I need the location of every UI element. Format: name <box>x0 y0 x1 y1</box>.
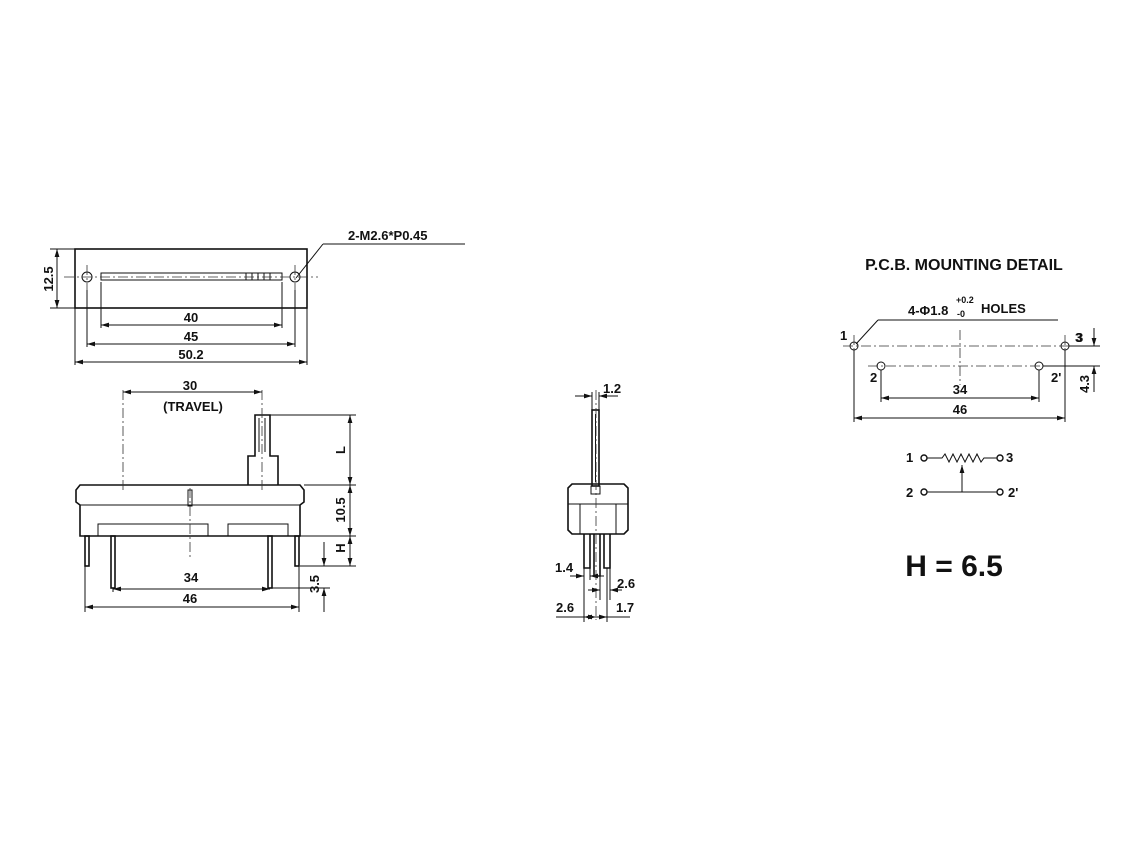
dim-45: 45 <box>184 329 198 344</box>
dim-1-2: 1.2 <box>603 381 621 396</box>
schem-term-3: 3 <box>1006 450 1013 465</box>
resistor-symbol-icon <box>927 452 997 464</box>
dim-H: H <box>333 543 348 552</box>
pcb-pin-3: 3 <box>1075 330 1082 345</box>
front-view: 30 (TRAVEL) L 10.5 H 3.5 34 46 <box>75 378 356 612</box>
pcb-mounting-detail: P.C.B. MOUNTING DETAIL 4-Φ1.8 +0.2 -0 HO… <box>840 257 1100 422</box>
tol-upper: +0.2 <box>956 295 974 305</box>
dim-46: 46 <box>183 591 197 606</box>
schem-term-2p: 2' <box>1008 485 1018 500</box>
dim-34: 34 <box>184 570 199 585</box>
dim-2-6-bottom: 2.6 <box>556 600 574 615</box>
dim-10-5: 10.5 <box>333 497 348 522</box>
travel-value: 30 <box>183 378 197 393</box>
top-view: 40 45 50.2 12.5 2-M2.6*P0.45 <box>41 228 465 365</box>
pcb-pin-2: 2 <box>870 370 877 385</box>
dim-4-3: 4.3 <box>1077 375 1092 393</box>
pcb-dim-34: 34 <box>953 382 968 397</box>
schem-term-1: 1 <box>906 450 913 465</box>
schem-term-2: 2 <box>906 485 913 500</box>
dim-40: 40 <box>184 310 198 325</box>
travel-label: (TRAVEL) <box>163 399 223 414</box>
dim-50-2: 50.2 <box>178 347 203 362</box>
pcb-pin-1: 1 <box>840 328 847 343</box>
dim-12-5: 12.5 <box>41 266 56 291</box>
thread-label: 2-M2.6*P0.45 <box>348 228 428 243</box>
tol-lower: -0 <box>957 309 965 319</box>
pcb-dim-46: 46 <box>953 402 967 417</box>
side-view: 1.2 1.4 2.6 2.6 1.7 <box>555 381 635 622</box>
dim-3-5: 3.5 <box>307 575 322 593</box>
dim-1-4: 1.4 <box>555 560 574 575</box>
h-value: H = 6.5 <box>905 550 1003 583</box>
pcb-title: P.C.B. MOUNTING DETAIL <box>865 257 1063 274</box>
holes-suffix: HOLES <box>981 301 1026 316</box>
schematic: 1 3 2 2' <box>906 450 1018 500</box>
dim-2-6-right: 2.6 <box>617 576 635 591</box>
dim-3-offset: 3 <box>1076 330 1083 345</box>
dim-1-7: 1.7 <box>616 600 634 615</box>
holes-prefix: 4-Φ1.8 <box>908 303 948 318</box>
dim-L: L <box>333 446 348 454</box>
pcb-pin-2p: 2' <box>1051 370 1061 385</box>
